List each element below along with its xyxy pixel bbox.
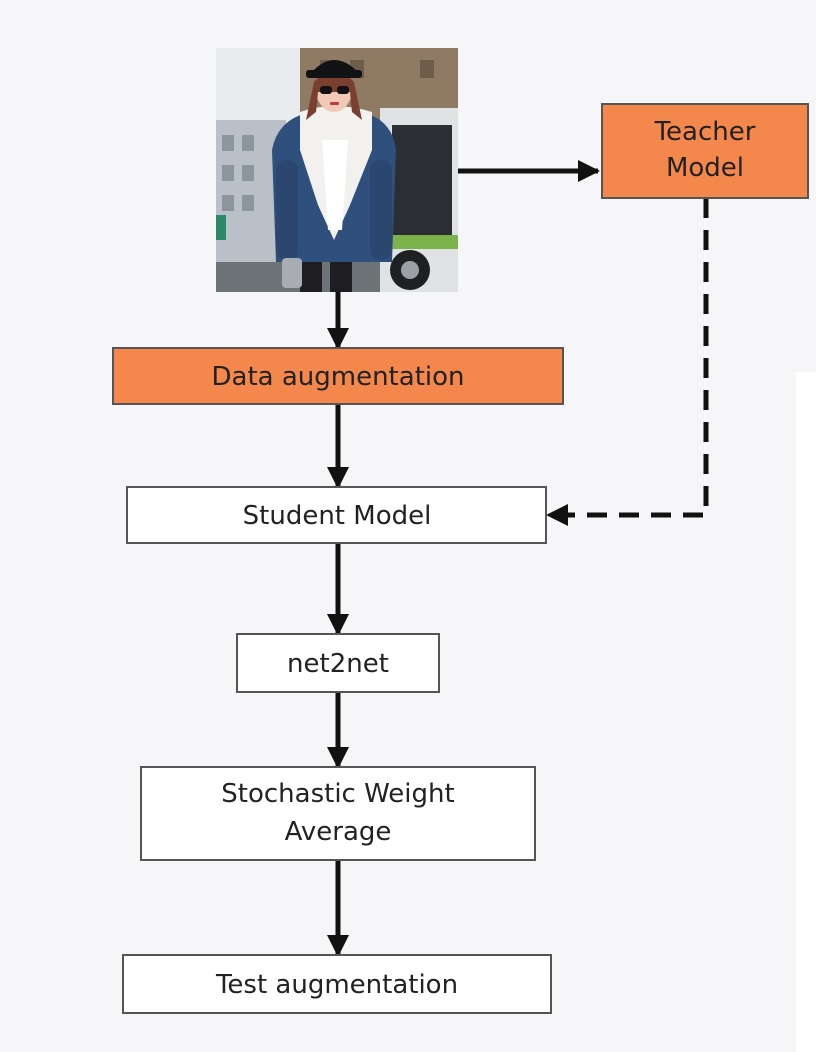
swa-label-line2: Average [285, 817, 392, 847]
arrow-teacher-to-student-dashed [546, 198, 709, 526]
input-photo [216, 48, 458, 292]
teacher-model-label-line2: Model [666, 153, 744, 183]
edge-panel [796, 372, 816, 1052]
teacher-model-node: Teacher Model [601, 103, 809, 199]
teacher-model-label-line1: Teacher [654, 117, 756, 147]
data-augmentation-label: Data augmentation [212, 362, 465, 392]
swa-label-line1: Stochastic Weight [221, 779, 454, 809]
net2net-label: net2net [287, 649, 389, 679]
test-augmentation-node: Test augmentation [122, 954, 552, 1014]
data-augmentation-node: Data augmentation [112, 347, 564, 405]
student-model-label: Student Model [243, 501, 432, 531]
student-model-node: Student Model [126, 486, 547, 544]
net2net-node: net2net [236, 633, 440, 693]
test-augmentation-label: Test augmentation [215, 970, 458, 1000]
stochastic-weight-average-node: Stochastic Weight Average [140, 766, 536, 861]
